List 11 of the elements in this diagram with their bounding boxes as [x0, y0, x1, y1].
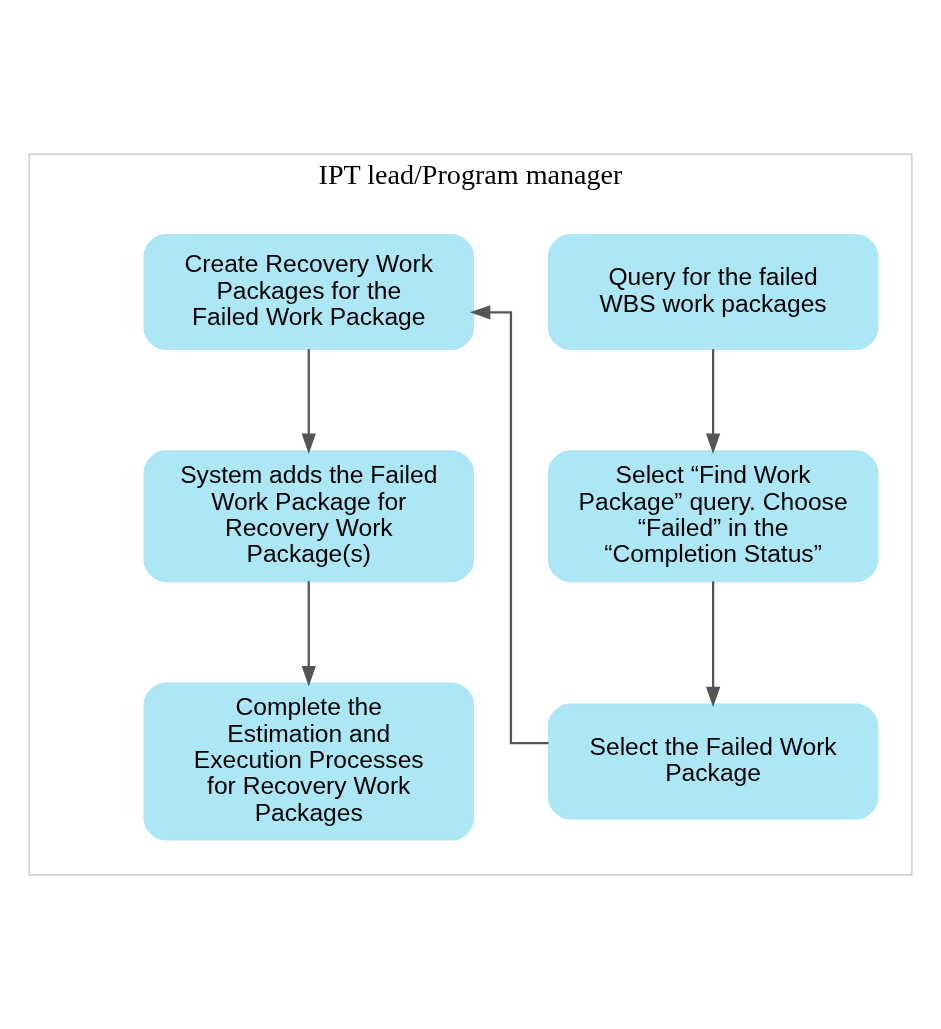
node-box: Select “Find Work Package” query. Choose “Failed” in the “Completion Status”: [547, 450, 879, 583]
node-box: Query for the failed WBS work packages: [547, 234, 879, 351]
arrow: [469, 305, 549, 745]
arrow: [301, 349, 316, 454]
node-box: Complete the Estimation and Execution Processes for Recovery Work Packages: [143, 682, 474, 841]
arrow: [301, 581, 316, 687]
node-box: Create Recovery Work Packages for the Failed Work Package: [143, 234, 474, 351]
node-box: Select the Failed Work Package: [547, 703, 879, 820]
arrow: [705, 581, 721, 708]
node-box: System adds the Failed Work Package for Recovery Work Package(s): [143, 450, 474, 583]
arrow: [705, 349, 721, 454]
